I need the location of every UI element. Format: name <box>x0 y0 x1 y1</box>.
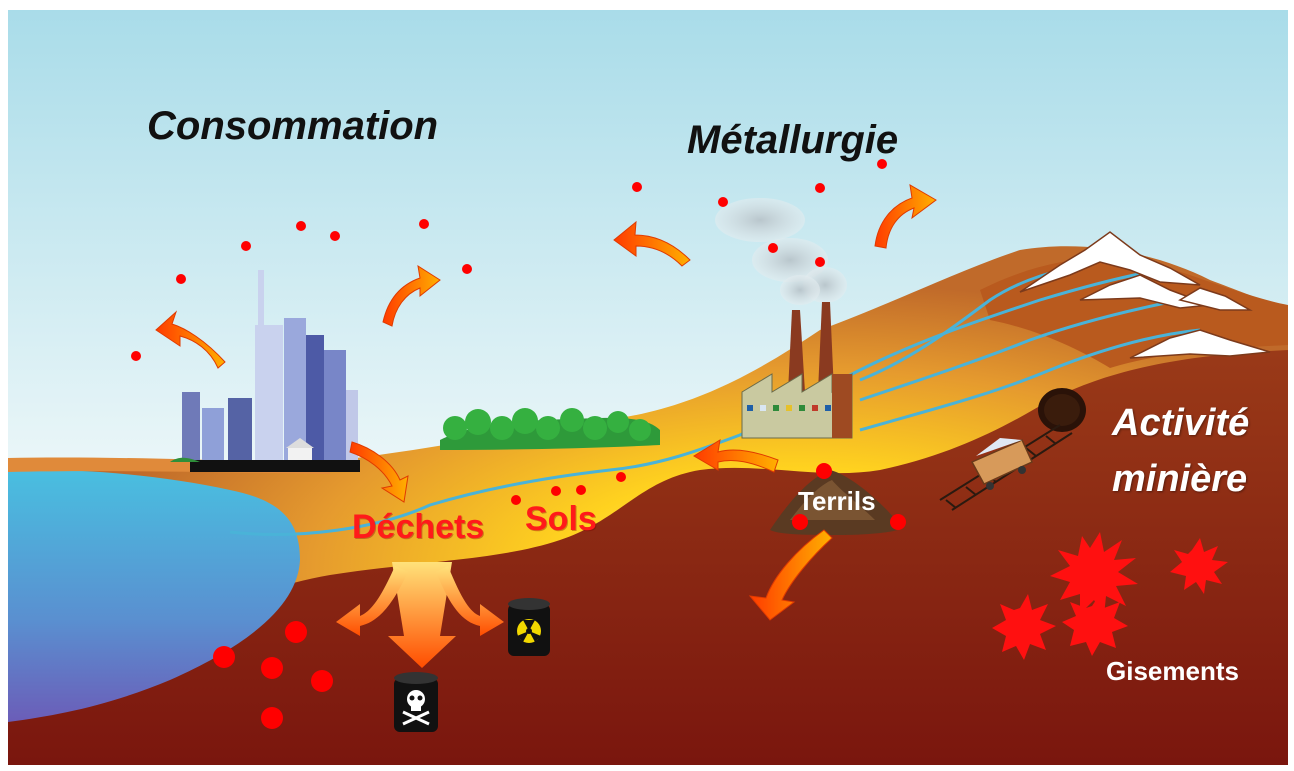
label-terrils: Terrils <box>798 486 876 516</box>
label-metallurgie: Métallurgie <box>687 118 899 162</box>
label-gisements: Gisements <box>1106 656 1239 686</box>
forest <box>440 408 660 450</box>
city-skyline-icon <box>170 270 360 472</box>
mine-cart-icon <box>939 388 1086 511</box>
rivers <box>229 263 1201 536</box>
pollutant-dots <box>131 159 906 729</box>
factory-windows <box>747 405 831 411</box>
skull-barrel-icon <box>394 672 438 732</box>
dechets-arrows <box>336 562 504 668</box>
label-sols: Sols <box>525 500 597 538</box>
factory-icon <box>715 198 853 439</box>
radioactive-barrel-icon <box>508 598 550 656</box>
emission-arrows <box>155 184 937 621</box>
label-activite: Activité <box>1112 402 1250 444</box>
label-dechets: Déchets <box>352 508 485 546</box>
gisements-bursts <box>992 532 1228 660</box>
label-consommation: Consommation <box>147 104 439 148</box>
snow-peaks <box>1019 231 1271 359</box>
label-miniere: minière <box>1112 458 1248 500</box>
deep-earth <box>8 350 1288 765</box>
sea <box>8 469 300 722</box>
